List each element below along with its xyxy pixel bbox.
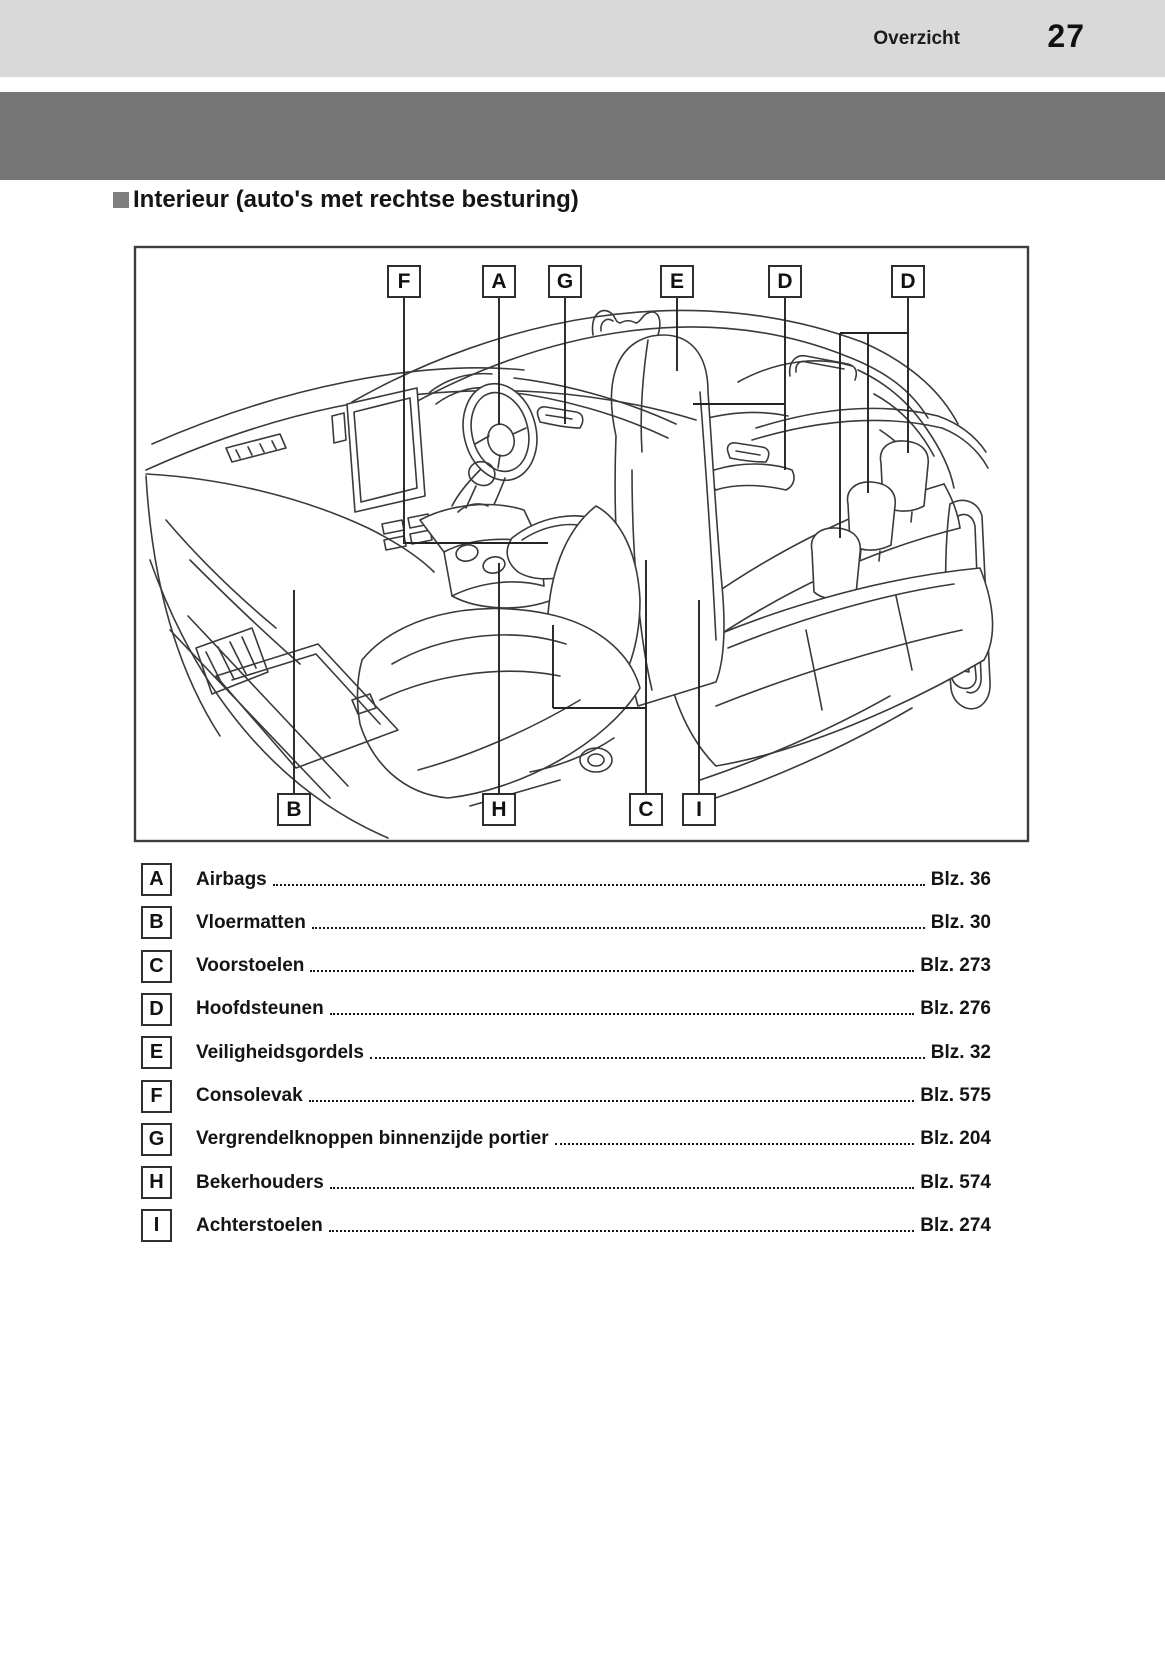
legend-letter-box: F: [141, 1079, 172, 1113]
legend-dot-leader: [310, 970, 915, 973]
legend-row: G Vergrendelknoppen binnenzijde portier Bl…: [141, 1122, 991, 1157]
section-heading-text: Interieur (auto's met rechtse besturing): [133, 186, 579, 213]
legend-letter-box: I: [141, 1209, 172, 1243]
chapter-banner: [0, 92, 1165, 180]
legend-letter-box: G: [141, 1122, 172, 1156]
legend-page-ref: Blz. 36: [930, 868, 991, 890]
legend-label: Bekerhouders: [196, 1171, 324, 1193]
diagram-callout-F: F: [387, 265, 421, 298]
legend-dot-leader: [308, 1100, 915, 1102]
heading-square-marker: [113, 192, 129, 208]
legend-dot-leader: [328, 1229, 915, 1232]
legend-letter-box: H: [141, 1166, 172, 1200]
header-bar: Overzicht 27: [0, 0, 1165, 77]
header-section-title: Overzicht: [873, 28, 960, 49]
legend-letter: I: [153, 1214, 160, 1237]
legend-page-ref: Blz. 32: [930, 1041, 991, 1063]
legend-row: E Veiligheidsgordels Blz. 32: [141, 1035, 991, 1070]
legend-letter-box: D: [141, 992, 172, 1026]
legend-row: D Hoofdsteunen Blz. 276: [141, 992, 991, 1027]
legend-row: H Bekerhouders Blz. 574: [141, 1165, 991, 1200]
legend-row: I Achterstoelen Blz. 274: [141, 1208, 991, 1243]
legend-page-ref: Blz. 574: [920, 1171, 991, 1193]
legend-label: Achterstoelen: [196, 1214, 323, 1236]
legend-row: C Voorstoelen Blz. 273: [141, 949, 991, 984]
legend-letter: A: [149, 868, 164, 890]
diagram-frame: [133, 245, 1030, 843]
legend-row: A Airbags Blz. 36: [141, 862, 991, 897]
diagram-callout-E: E: [660, 265, 694, 298]
legend-row: F Consolevak Blz. 575: [141, 1079, 991, 1114]
diagram-callout-D: D: [891, 265, 925, 298]
legend-letter: H: [149, 1171, 164, 1194]
diagram-callout-I: I: [682, 793, 716, 826]
legend-dot-leader: [311, 926, 925, 929]
legend-page-ref: Blz. 274: [920, 1214, 991, 1236]
legend-letter-box: C: [141, 949, 172, 983]
legend-letter: F: [150, 1084, 163, 1107]
legend-page-ref: Blz. 273: [920, 955, 991, 977]
diagram-callout-C: C: [629, 793, 663, 826]
header-page-number: 27: [1047, 18, 1085, 54]
legend-label: Consolevak: [196, 1085, 303, 1106]
legend-dot-leader: [272, 883, 925, 886]
legend-letter: B: [149, 911, 164, 934]
legend-label: Airbags: [196, 868, 267, 890]
legend-page-ref: Blz. 30: [930, 911, 991, 933]
legend-letter: C: [149, 954, 164, 977]
legend-dot-leader: [329, 1013, 915, 1016]
legend-label: Veiligheidsgordels: [196, 1041, 364, 1063]
diagram-callout-B: B: [277, 793, 311, 826]
legend-letter-box: A: [141, 863, 172, 896]
legend-page-ref: Blz. 204: [920, 1128, 991, 1150]
legend-letter-box: B: [141, 906, 172, 940]
legend-letter: G: [148, 1127, 165, 1150]
legend-letter: D: [149, 997, 164, 1020]
legend-page-ref: Blz. 575: [920, 1085, 991, 1106]
legend-label: Hoofdsteunen: [196, 998, 324, 1020]
callout-leader-lines: [293, 298, 909, 793]
legend-label: Voorstoelen: [196, 955, 305, 977]
diagram-callout-H: H: [482, 793, 516, 826]
diagram-callout-A: A: [482, 265, 516, 298]
legend-dot-leader: [369, 1056, 925, 1059]
legend-label: Vloermatten: [196, 911, 306, 933]
car-art: [145, 309, 994, 839]
legend-page-ref: Blz. 276: [920, 998, 991, 1020]
legend-letter-box: E: [141, 1036, 172, 1070]
section-heading: Interieur (auto's met rechtse besturing): [113, 185, 579, 215]
legend-dot-leader: [554, 1143, 915, 1146]
legend-row: B Vloermatten Blz. 30: [141, 905, 991, 940]
legend-label: Vergrendelknoppen binnenzijde portier: [196, 1128, 549, 1150]
diagram-callout-G: G: [548, 265, 582, 298]
diagram-callout-D: D: [768, 265, 802, 298]
legend-dot-leader: [329, 1186, 915, 1189]
legend-letter: E: [149, 1041, 164, 1064]
